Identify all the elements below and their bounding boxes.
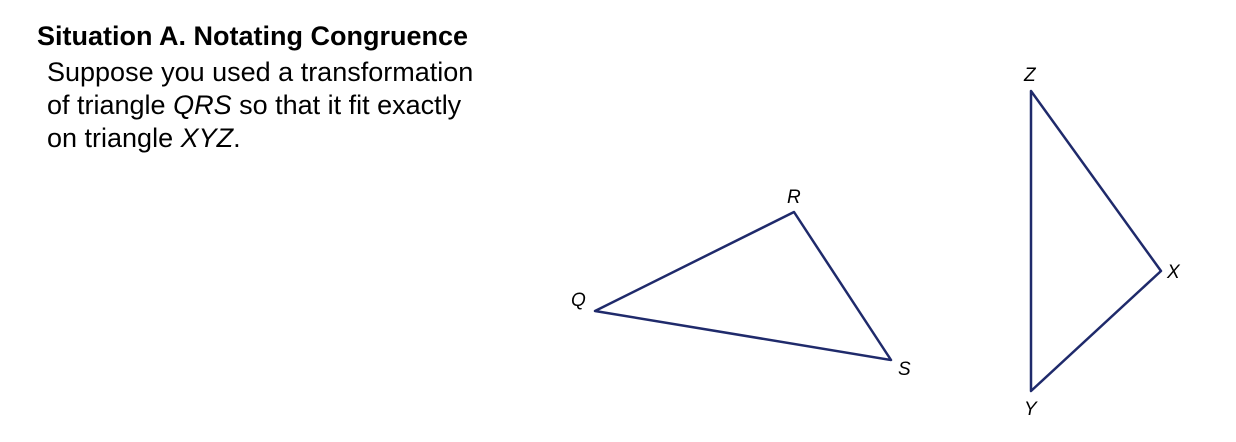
vertex-label-z: Z <box>1023 65 1037 86</box>
situation-heading: Situation A. Notating Congruence <box>37 21 468 51</box>
description-line-3-suffix: . <box>233 123 241 153</box>
triangle-name-qrs: QRS <box>173 90 232 120</box>
description-line-2: of triangle QRS so that it fit exactly <box>47 89 473 122</box>
description-line-3: on triangle XYZ. <box>47 122 473 155</box>
vertex-label-r: R <box>787 187 801 208</box>
vertex-label-x: X <box>1166 262 1181 283</box>
vertex-label-q: Q <box>571 290 586 311</box>
description-line-3-prefix: on triangle <box>47 123 181 153</box>
triangle-qrs <box>593 210 893 362</box>
description-line-2-suffix: so that it fit exactly <box>231 90 462 120</box>
situation-description: Suppose you used a transformation of tri… <box>47 56 473 155</box>
vertex-label-y: Y <box>1024 399 1038 420</box>
description-line-1: Suppose you used a transformation <box>47 57 474 87</box>
triangle-xyz <box>1029 89 1163 393</box>
vertex-label-s: S <box>898 359 911 380</box>
description-line-2-prefix: of triangle <box>47 90 174 120</box>
triangle-name-xyz: XYZ <box>180 123 234 153</box>
